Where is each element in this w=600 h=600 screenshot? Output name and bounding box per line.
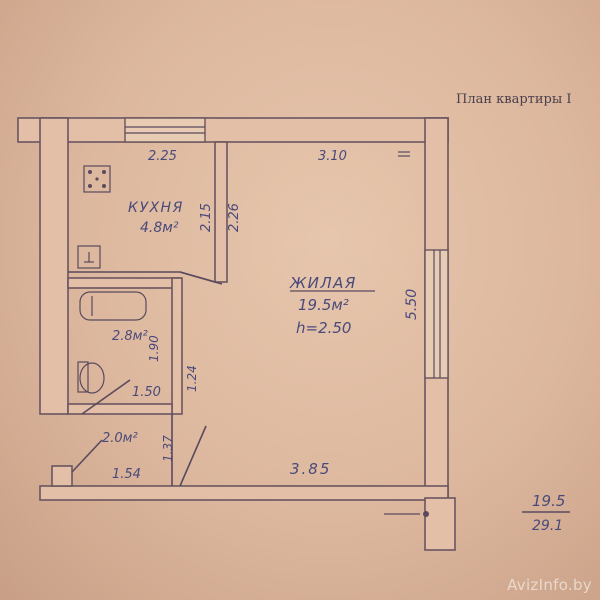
bathtub-icon bbox=[79, 291, 147, 321]
door-swings bbox=[71, 271, 223, 487]
sink-icon bbox=[77, 245, 101, 269]
hall-stub bbox=[51, 465, 73, 487]
bath-bottom-wall bbox=[67, 403, 173, 415]
hall-area: 2.0м² bbox=[102, 431, 138, 446]
dim-bath-depth: 1.90 bbox=[147, 335, 161, 362]
interior-walls bbox=[51, 141, 228, 487]
living-name: ЖИЛАЯ bbox=[289, 274, 357, 292]
stove-icon bbox=[83, 165, 111, 193]
left-wall bbox=[39, 117, 69, 415]
radiator-icon bbox=[398, 151, 410, 157]
kitchen-partition bbox=[214, 141, 228, 283]
living-area: 19.5м² bbox=[298, 296, 349, 314]
dim-kitchen-depth: 2.26 bbox=[227, 203, 242, 232]
exterior-walls bbox=[17, 117, 456, 551]
dim-living-height: 5.50 bbox=[404, 289, 420, 320]
dim-kitchen-side: 2.15 bbox=[199, 203, 214, 232]
dim-hall-side: 1.37 bbox=[161, 435, 175, 462]
document-title: План квартиры I bbox=[456, 92, 572, 107]
total-living-area: 19.5 bbox=[532, 492, 565, 510]
total-area: 29.1 bbox=[532, 518, 563, 534]
bath-top-wall bbox=[67, 277, 181, 289]
kitchen-name: КУХНЯ bbox=[128, 200, 184, 216]
dim-living-bottom: 3.85 bbox=[290, 460, 331, 478]
toilet-icon bbox=[77, 361, 105, 394]
bath-right-wall bbox=[171, 277, 183, 415]
right-window bbox=[424, 249, 449, 379]
dim-hall-width: 1.54 bbox=[112, 467, 141, 482]
kitchen-area: 4.8м² bbox=[140, 220, 179, 236]
dim-bath-width: 1.50 bbox=[132, 385, 161, 400]
top-window bbox=[124, 117, 206, 143]
bathroom-area: 2.8м² bbox=[112, 329, 148, 344]
top-wall bbox=[17, 117, 449, 143]
wall-notch-icon bbox=[384, 511, 429, 517]
bottom-wall bbox=[39, 485, 449, 501]
dim-bath-side: 1.24 bbox=[185, 365, 199, 392]
bottom-stub bbox=[424, 497, 456, 551]
dim-living-top: 3.10 bbox=[318, 149, 347, 164]
dim-kitchen-width: 2.25 bbox=[148, 149, 177, 164]
living-height: h=2.50 bbox=[296, 319, 351, 337]
watermark: AvizInfo.by bbox=[507, 576, 592, 594]
